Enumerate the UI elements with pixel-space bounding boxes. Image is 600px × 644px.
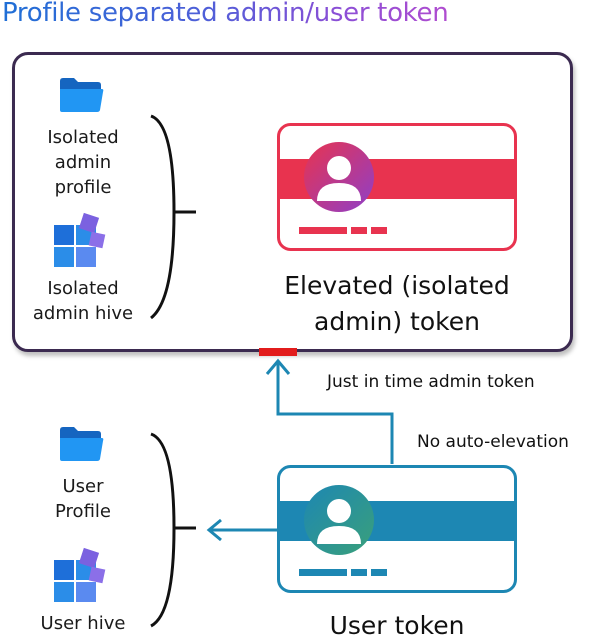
user-arrow xyxy=(206,518,277,542)
admin-hive-icon xyxy=(54,212,106,267)
user-brace xyxy=(150,432,196,628)
user-token-card xyxy=(277,465,517,593)
no-auto-elevation-label: No auto-elevation xyxy=(417,432,569,452)
user-hive-label: User hive xyxy=(40,613,126,634)
diagram-title: Profile separated admin/user token xyxy=(2,0,449,28)
admin-token-card xyxy=(277,123,517,251)
admin-brace xyxy=(150,114,196,320)
jit-label: Just in time admin token xyxy=(327,372,535,392)
admin-hive-label: Isolated admin hive xyxy=(32,278,134,324)
admin-avatar-icon xyxy=(304,142,374,212)
admin-folder-icon xyxy=(60,78,104,112)
user-profile-label: User Profile xyxy=(55,476,111,522)
user-hive-icon xyxy=(54,547,106,602)
admin-token-label: Elevated (isolated admin) token xyxy=(284,271,510,336)
admin-profile-label: Isolated admin profile xyxy=(47,127,119,198)
user-avatar-icon xyxy=(304,485,374,555)
jit-arrow xyxy=(259,348,394,464)
user-token-label: User token xyxy=(329,611,465,640)
user-folder-icon xyxy=(60,427,104,461)
